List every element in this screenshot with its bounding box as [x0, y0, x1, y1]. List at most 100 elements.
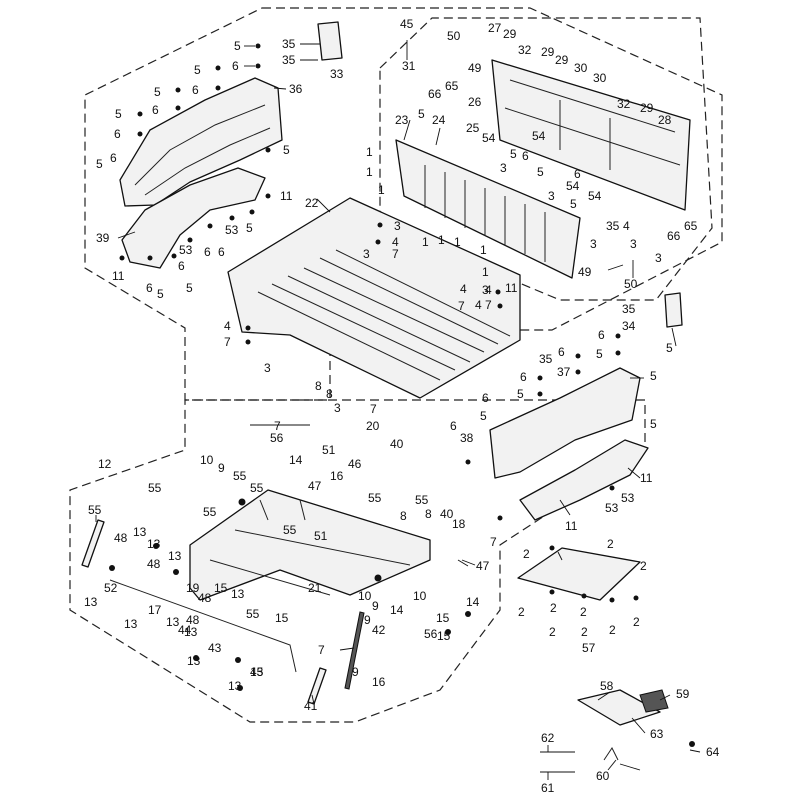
callout-label: 22: [305, 196, 319, 210]
callout-label: 4: [485, 283, 492, 297]
callout-label: 6: [558, 345, 565, 359]
callout-label: 53: [179, 243, 193, 257]
callout-label: 2: [633, 615, 640, 629]
callout-label: 2: [640, 559, 647, 573]
rear-crossbar-part: [109, 579, 297, 673]
fastener: [147, 255, 153, 261]
callout-label: 48: [147, 557, 161, 571]
callout-label: 20: [366, 419, 380, 433]
callout-label: 3: [655, 251, 662, 265]
callout-label: 9: [218, 461, 225, 475]
callout-label: 15: [437, 629, 451, 643]
bumper-bar-part: [81, 519, 105, 568]
callout-label: 3: [630, 237, 637, 251]
fastener: [549, 545, 555, 551]
callout-label: 6: [110, 151, 117, 165]
leader-line: [117, 231, 136, 239]
callout-label: 42: [372, 623, 386, 637]
right-fender-part: [519, 439, 649, 521]
callout-label: 5: [570, 197, 577, 211]
leader-line: [689, 749, 701, 753]
leader-line: [631, 717, 646, 734]
callout-label: 4: [392, 235, 399, 249]
callout-label: 44: [178, 623, 192, 637]
callout-label: 63: [650, 727, 664, 741]
callout-label: 13: [84, 595, 98, 609]
callout-label: 2: [550, 601, 557, 615]
fastener: [235, 657, 241, 663]
hardware-fasteners: [109, 43, 639, 691]
callout-label: 11: [565, 519, 578, 533]
callout-label: 55: [250, 481, 264, 495]
callout-label: 13: [124, 617, 138, 631]
callout-label: 6: [192, 83, 199, 97]
callout-label: 35: [622, 302, 636, 316]
fastener: [175, 105, 181, 111]
fastener: [109, 565, 115, 571]
fastener: [377, 222, 383, 228]
callout-label: 48: [186, 613, 200, 627]
callout-label: 12: [98, 457, 112, 471]
leader-line: [461, 559, 476, 566]
callout-label: 4: [224, 319, 231, 333]
callout-label: 5: [283, 143, 290, 157]
callout-label: 40: [390, 437, 404, 451]
callout-label: 11: [640, 471, 653, 485]
fastener: [465, 459, 471, 465]
callout-label: 29: [555, 53, 569, 67]
callout-label: 55: [246, 607, 260, 621]
callout-label: 10: [200, 453, 214, 467]
fastener: [497, 303, 503, 309]
callout-label: 49: [578, 265, 592, 279]
callout-label: 2: [523, 547, 530, 561]
callout-label: 16: [330, 469, 344, 483]
fastener: [255, 43, 261, 49]
leader-lines: [95, 40, 701, 780]
subframe-detail: [209, 499, 411, 596]
callout-label: 27: [488, 21, 502, 35]
fastener: [215, 65, 221, 71]
leader-line: [671, 327, 677, 347]
fastener: [187, 237, 193, 243]
callout-label: 6: [178, 259, 185, 273]
callout-label: 6: [520, 370, 527, 384]
fastener: [137, 111, 143, 117]
callout-label: 4: [460, 282, 467, 296]
callout-label: 2: [518, 605, 525, 619]
callout-label: 3: [334, 401, 341, 415]
callout-label: 29: [503, 27, 517, 41]
fastener: [245, 339, 251, 345]
callout-label: 4: [475, 298, 482, 312]
callout-label: 36: [289, 82, 303, 96]
callout-label: 47: [476, 559, 490, 573]
callout-label: 54: [588, 189, 602, 203]
callout-label: 31: [402, 59, 416, 73]
fastener: [171, 253, 177, 259]
callout-label: 62: [541, 731, 555, 745]
callout-label: 5: [154, 85, 161, 99]
callout-label: 39: [96, 231, 110, 245]
callout-label: 66: [428, 87, 442, 101]
callout-label: 2: [607, 537, 614, 551]
callout-label: 2: [549, 625, 556, 639]
callout-label: 6: [598, 328, 605, 342]
callout-label: 55: [415, 493, 429, 507]
callout-label: 13: [184, 625, 198, 639]
fastener: [549, 589, 555, 595]
callout-label: 11: [280, 189, 293, 203]
cargo-box-floor-ribs: [257, 249, 511, 381]
callout-label: 10: [413, 589, 427, 603]
callout-label: 7: [490, 535, 497, 549]
leader-line: [619, 763, 641, 771]
callout-label: 58: [600, 679, 614, 693]
callout-label: 18: [452, 517, 466, 531]
left-side-rail-part: [119, 77, 283, 207]
callout-label: 52: [104, 581, 118, 595]
callout-label: 19: [186, 581, 200, 595]
callout-label: 8: [400, 509, 407, 523]
callout-label: 28: [658, 113, 672, 127]
callout-label: 5: [115, 107, 122, 121]
callout-label: 55: [148, 481, 162, 495]
callout-label: 54: [482, 131, 496, 145]
callout-label: 41: [304, 699, 318, 713]
